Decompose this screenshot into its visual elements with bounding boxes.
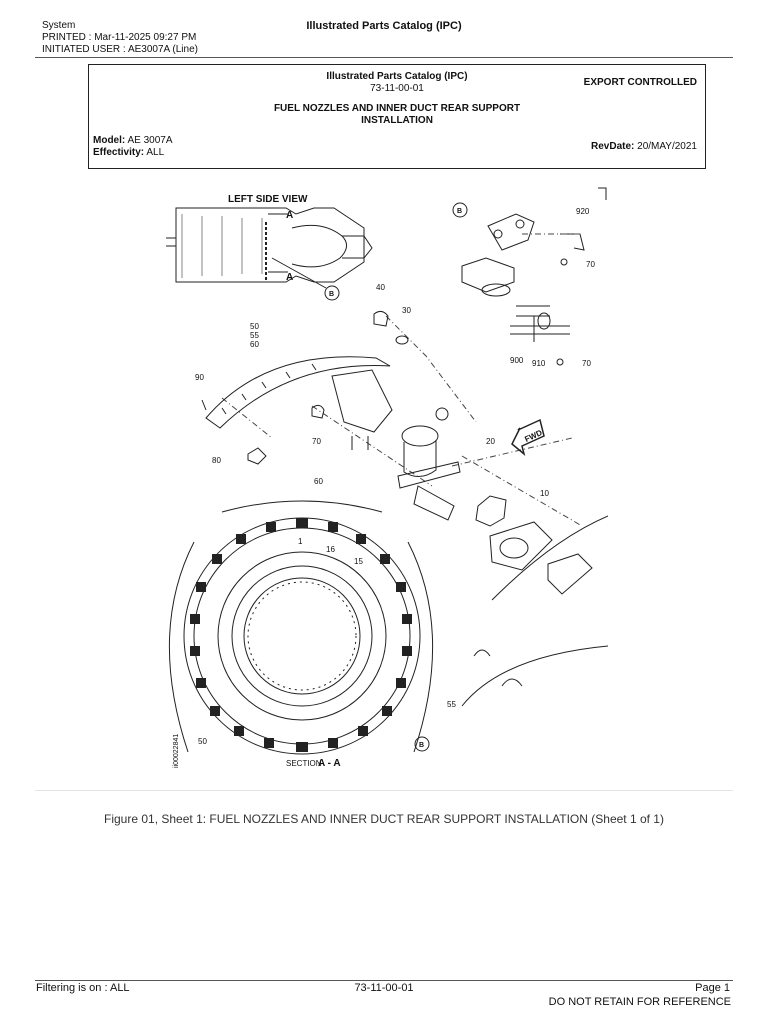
callout-15: 15 [354, 557, 363, 566]
printed-timestamp: PRINTED : Mar-11-2025 09:27 PM [42, 32, 197, 43]
left-side-view-drawing [166, 207, 373, 283]
caption-separator [35, 790, 733, 791]
page-number: Page 1 [695, 982, 730, 994]
callout-16: 16 [326, 545, 335, 554]
effectivity-label: Effectivity: [93, 147, 145, 158]
document-info-box: Illustrated Parts Catalog (IPC) 73-11-00… [88, 64, 706, 169]
document-number: 73-11-00-01 [370, 83, 424, 94]
callout-1: 1 [298, 537, 303, 546]
revdate-value: 20/MAY/2021 [637, 141, 697, 152]
callout-60-a: 60 [250, 340, 259, 349]
figure-heading-line1: FUEL NOZZLES AND INNER DUCT REAR SUPPORT [273, 103, 521, 114]
fuel-nozzle-drawing [397, 407, 461, 521]
fwd-label: FWD [523, 428, 544, 444]
filtering-status: Filtering is on : ALL [36, 982, 130, 994]
page-title: Illustrated Parts Catalog (IPC) [306, 20, 462, 32]
section-aa-value: A - A [318, 758, 341, 769]
ring-nozzle-markers [190, 518, 412, 752]
callout-80: 80 [212, 456, 221, 465]
detail-b-callout-1: B [329, 291, 334, 298]
callout-50: 50 [198, 737, 207, 746]
model-line: Model: AE 3007A [93, 135, 173, 146]
retention-notice: DO NOT RETAIN FOR REFERENCE [548, 996, 731, 1008]
callout-70-c: 70 [312, 437, 321, 446]
revdate-label: RevDate: [591, 141, 635, 152]
callout-90: 90 [195, 373, 204, 382]
callout-30: 30 [402, 306, 411, 315]
callout-920: 920 [576, 207, 590, 216]
detail-b-components [461, 213, 585, 366]
initiated-user: INITIATED USER : AE3007A (Line) [42, 44, 198, 55]
callout-70-a: 70 [586, 260, 595, 269]
callout-55: 55 [447, 700, 456, 709]
footer-rule [35, 980, 733, 981]
model-value: AE 3007A [127, 135, 173, 146]
section-a-marker-top: A [286, 210, 293, 221]
callout-60: 60 [314, 477, 323, 486]
drawing-id: ii00022841 [173, 734, 180, 768]
callout-50-a: 50 [250, 322, 259, 331]
fwd-arrow-icon [511, 418, 545, 457]
section-label: SECTION [286, 759, 322, 768]
figure-heading-line2: INSTALLATION [361, 115, 433, 126]
export-controlled-label: EXPORT CONTROLLED [583, 77, 697, 88]
system-label: System [42, 20, 76, 31]
catalog-title: Illustrated Parts Catalog (IPC) [326, 71, 468, 82]
callout-55-a: 55 [250, 331, 259, 340]
parts-illustration: LEFT SIDE VIEW A A B B B 920 70 40 30 50… [166, 187, 608, 769]
effectivity-value: ALL [146, 147, 165, 158]
detail-b-callout-3: B [419, 742, 424, 749]
callout-20: 20 [486, 437, 495, 446]
callout-40: 40 [376, 283, 385, 292]
detail-b-callout-2: B [457, 208, 462, 215]
callout-910: 910 [532, 359, 546, 368]
figure-caption: Figure 01, Sheet 1: FUEL NOZZLES AND INN… [104, 812, 664, 826]
effectivity-line: Effectivity: ALL [93, 147, 164, 158]
callout-900: 900 [510, 356, 524, 365]
left-side-view-label: LEFT SIDE VIEW [228, 194, 308, 205]
revdate-line: RevDate: 20/MAY/2021 [591, 141, 697, 152]
callout-10: 10 [540, 489, 549, 498]
section-aa-ring-drawing [168, 500, 434, 755]
model-label: Model: [93, 135, 126, 146]
header-rule [35, 57, 733, 58]
footer-document-number: 73-11-00-01 [354, 982, 414, 994]
callout-70-b: 70 [582, 359, 591, 368]
section-a-marker-bottom: A [286, 272, 293, 283]
